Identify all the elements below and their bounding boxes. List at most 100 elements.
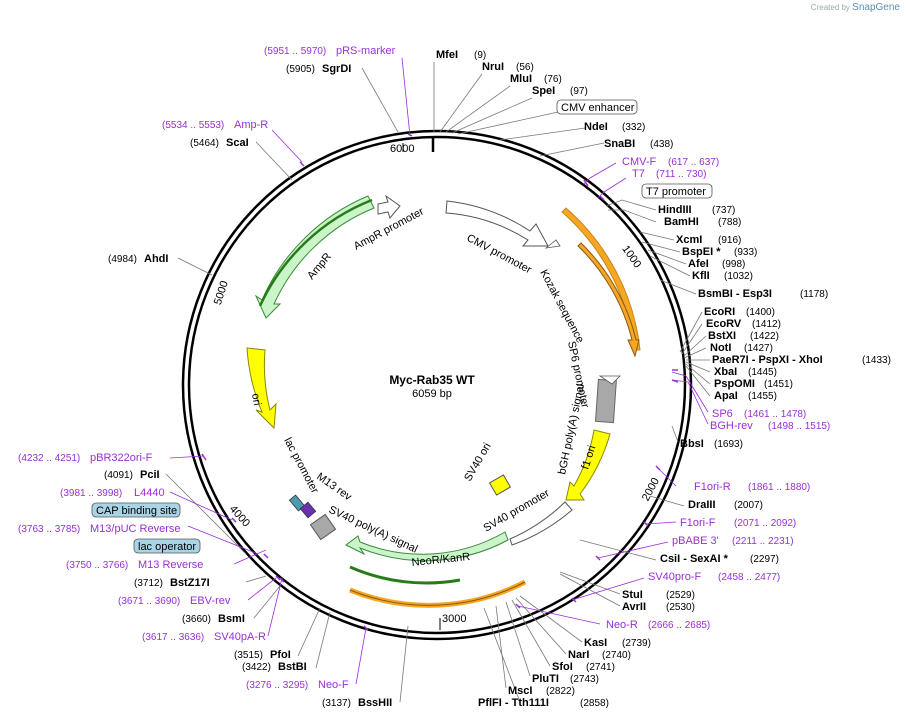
lac-operator-box	[133, 538, 201, 554]
enzyme-pspomi: PspOMI	[714, 378, 755, 390]
primer-sv40pro-f-pos: (2458 .. 2477)	[718, 572, 780, 583]
enzyme-sfoi: SfoI	[552, 661, 573, 673]
enzyme-bspei-pos: (933)	[734, 247, 757, 258]
enzyme-snabi-pos: (438)	[650, 139, 673, 150]
cap-binding-site-box	[91, 502, 181, 518]
primer-m13-reverse-pos: (3750 .. 3766)	[66, 560, 128, 571]
plasmid-size: 6059 bp	[412, 388, 452, 400]
enzyme-ahdi: AhdI	[144, 253, 168, 265]
enzyme-pcii: PciI	[140, 469, 160, 481]
boxed-t7-promoter: T7 promoter	[646, 186, 706, 198]
primer-ebv-rev: EBV-rev	[190, 595, 231, 607]
primer-pbr322ori-f: pBR322ori-F	[90, 452, 153, 464]
enzyme-nrui-pos: (56)	[516, 62, 534, 73]
enzyme-avrii-pos: (2530)	[666, 602, 695, 613]
cmv-enhancer-box	[556, 99, 638, 115]
tick-5000: 5000	[212, 279, 231, 306]
primer-pbabe-3: pBABE 3'	[672, 535, 719, 547]
enzyme-kfli: KflI	[692, 270, 710, 282]
enzyme-ecorv: EcoRV	[706, 318, 742, 330]
enzyme-sgrdi-pos: (5905)	[286, 64, 315, 75]
ampr-outer-arrow	[258, 198, 373, 307]
enzyme-bstxi-pos: (1422)	[750, 331, 779, 342]
primer-bgh-rev-pos: (1498 .. 1515)	[768, 421, 830, 432]
primer-sv40pa-r-pos: (3617 .. 3636)	[142, 632, 204, 643]
enzyme-pfoi-pos: (3515)	[234, 650, 263, 661]
enzyme-spei: SpeI	[532, 85, 555, 97]
enzyme-bsmbi-esp3i-pos: (1178)	[800, 289, 828, 300]
enzyme-sfoi-pos: (2741)	[586, 662, 615, 673]
enzyme-bsshii: BssHII	[358, 697, 392, 709]
enzyme-bsmbi-esp3i: BsmBI - Esp3I	[698, 288, 772, 300]
enzyme-sgrdi: SgrDI	[322, 63, 351, 75]
enzyme-pcii-pos: (4091)	[104, 470, 133, 481]
feature-lac-promoter: lac promoter	[281, 436, 320, 496]
enzyme-bstz17i-pos: (3712)	[134, 578, 163, 589]
enzyme-bsshii-pos: (3137)	[322, 698, 351, 709]
primer-m13-puc-reverse-pos: (3763 .. 3785)	[18, 524, 80, 535]
primer-sv40pa-r: SV40pA-R	[214, 631, 266, 643]
feature-ampr: AmpR	[305, 251, 334, 282]
enzyme-stui: StuI	[622, 589, 643, 601]
boxed-lac-operator: lac operator	[138, 541, 196, 553]
enzyme-xcmi: XcmI	[676, 234, 702, 246]
enzyme-bstbi: BstBI	[278, 661, 307, 673]
sv40-polya-block	[309, 513, 337, 541]
primer-labels: (5951 .. 5970) pRS-marker (5534 .. 5553)…	[18, 45, 830, 691]
neor-kanr-arrow	[345, 531, 509, 562]
f1-ori-arrow	[565, 429, 611, 501]
primer-sp6: SP6	[712, 408, 733, 420]
enzyme-nari-pos: (2740)	[602, 650, 631, 661]
enzyme-mfei: MfeI	[436, 49, 458, 61]
enzyme-bbsi-pos: (1693)	[714, 439, 743, 450]
primer-neo-r-pos: (2666 .. 2685)	[648, 620, 710, 631]
enzyme-scai-pos: (5464)	[190, 138, 219, 149]
enzyme-kasi-pos: (2739)	[622, 638, 651, 649]
enzyme-pflfi-tth111i-pos: (2858)	[580, 698, 609, 709]
enzyme-bsmi-pos: (3660)	[182, 614, 211, 625]
enzyme-stui-pos: (2529)	[666, 590, 695, 601]
enzyme-kasi: KasI	[584, 637, 607, 649]
enzyme-avrii: AvrII	[622, 601, 646, 613]
m13-rev-block	[299, 501, 317, 519]
primer-sv40pro-f: SV40pro-F	[648, 571, 701, 583]
primer-f1ori-r: F1ori-R	[694, 481, 731, 493]
boxed-features: CMV enhancer T7 promoter CAP binding sit…	[91, 99, 713, 554]
enzyme-pfoi: PfoI	[270, 649, 291, 661]
enzyme-paer7i-pspxi-xhoi: PaeR7I - PspXI - XhoI	[712, 354, 823, 366]
primer-l4440: L4440	[134, 487, 165, 499]
enzyme-hindiii-pos: (737)	[712, 205, 735, 216]
enzyme-scai: ScaI	[226, 137, 249, 149]
enzyme-bamhi-pos: (788)	[718, 217, 741, 228]
enzyme-pflfi-tth111i: PflFI - Tth111I	[478, 697, 549, 709]
enzyme-bstbi-pos: (3422)	[242, 662, 271, 673]
enzyme-bamhi: BamHI	[664, 216, 699, 228]
enzyme-pspomi-pos: (1451)	[764, 379, 793, 390]
enzyme-nari: NarI	[568, 649, 589, 661]
primer-amp-r: Amp-R	[234, 119, 268, 131]
enzyme-csii-sexai-pos: (2297)	[750, 554, 779, 565]
enzyme-nrui: NruI	[482, 61, 504, 73]
enzyme-ecori-pos: (1400)	[746, 307, 775, 318]
enzyme-xcmi-pos: (916)	[718, 235, 741, 246]
enzyme-pluti: PluTI	[532, 673, 559, 685]
tick-6000: 6000	[390, 143, 414, 155]
enzyme-apai: ApaI	[714, 390, 738, 402]
kozak-marker	[544, 239, 561, 249]
enzyme-spei-pos: (97)	[570, 86, 588, 97]
primer-f1ori-f: F1ori-F	[680, 517, 716, 529]
enzyme-mlui: MluI	[510, 73, 532, 85]
primer-neo-f-pos: (3276 .. 3295)	[246, 680, 308, 691]
enzyme-ahdi-pos: (4984)	[108, 254, 137, 265]
ampr-arrow	[254, 195, 375, 319]
feature-neor-kanr: NeoR/KanR	[411, 551, 471, 569]
bgh-polya-block	[594, 378, 617, 424]
enzyme-bstz17i: BstZ17I	[170, 577, 210, 589]
enzyme-apai-pos: (1455)	[748, 391, 777, 402]
enzyme-draiii: DraIII	[688, 499, 716, 511]
enzyme-bsmi: BsmI	[218, 613, 245, 625]
snapgene-credit: Created by SnapGene	[810, 2, 900, 13]
snapgene-logo: SnapGene	[852, 2, 900, 13]
primer-sp6-pos: (1461 .. 1478)	[744, 409, 806, 420]
primer-amp-r-pos: (5534 .. 5553)	[162, 120, 224, 131]
